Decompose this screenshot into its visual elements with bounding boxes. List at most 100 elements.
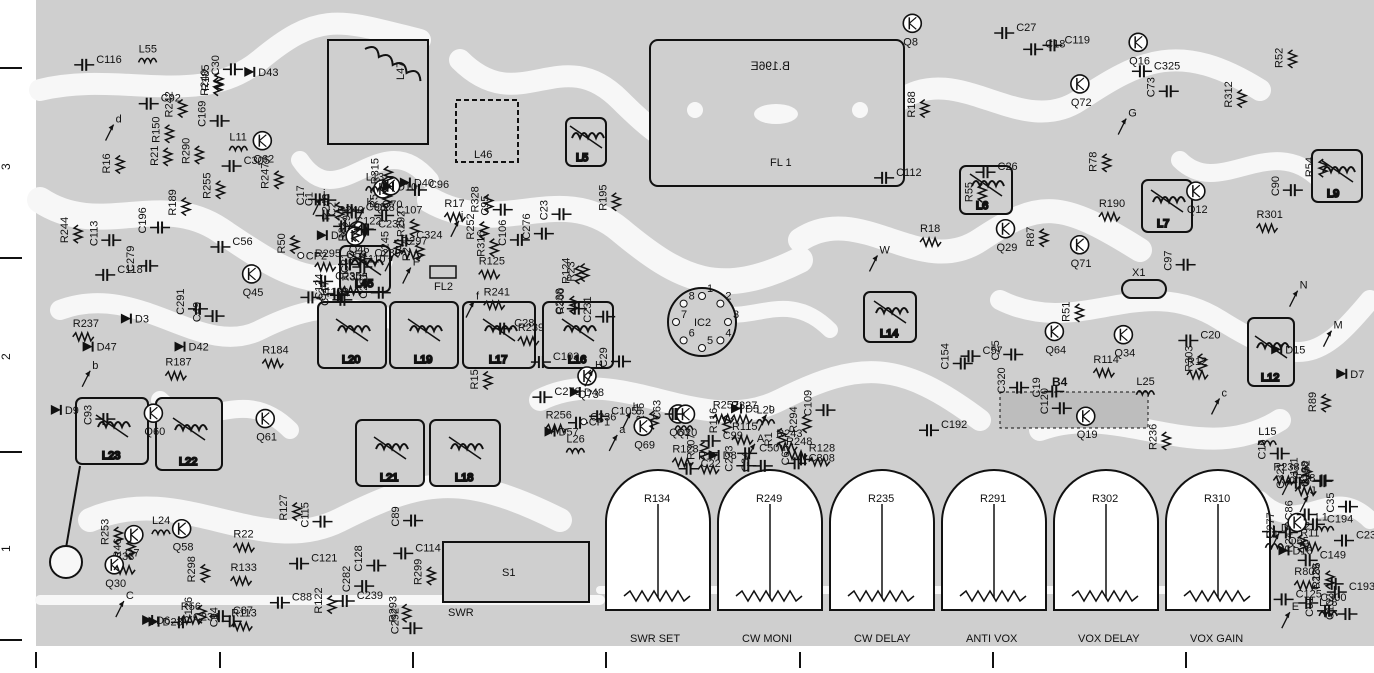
capacitor-label: C87: [233, 605, 253, 617]
resistor-r87: [1037, 228, 1051, 248]
transistor-label: Q34: [1114, 348, 1135, 360]
capacitor-c34: [752, 459, 773, 472]
capacitor-label: C114: [415, 542, 440, 554]
resistor-r328: [482, 193, 495, 214]
transistor-q16: [1128, 32, 1148, 53]
wire-arrow: [355, 207, 365, 224]
wire-label: C: [126, 590, 134, 602]
resistor-label: R116: [708, 408, 720, 433]
resistor-r241: [483, 299, 506, 312]
crystal-x1-label: X1: [1132, 267, 1145, 279]
coil-l12-label: L12: [1261, 372, 1279, 384]
pot-label-r235: CW DELAY: [854, 633, 911, 645]
resistor-r125: [478, 268, 501, 281]
diode-label: D3: [135, 314, 149, 326]
resistor-r16: [113, 154, 127, 175]
transistor-label: Q58: [173, 542, 194, 554]
pot-label-r291: ANTI VOX: [966, 633, 1018, 645]
wire-label: J: [1310, 485, 1316, 497]
capacitor-c19: [1044, 385, 1065, 398]
wire-arrow: [608, 434, 618, 452]
ic2-pin-label: 1: [707, 283, 713, 295]
coil-l47-label: L47: [395, 62, 407, 80]
transistor-q71: [1069, 234, 1090, 255]
resistor-r239: [517, 334, 540, 348]
capacitor-c26: [975, 166, 996, 179]
capacitor-c325: [1131, 65, 1152, 78]
resistor-label: R243: [776, 428, 802, 440]
coil-l20-label: L20: [342, 354, 360, 366]
coil-l23: L23: [75, 397, 149, 465]
resistor-r248: [785, 448, 808, 462]
coil-l47: L47: [327, 39, 429, 145]
capacitor-c105: [589, 410, 610, 423]
resistor-label: R122: [313, 587, 325, 613]
capacitor-label: C325: [1154, 60, 1180, 72]
transistor-label: Q72: [1071, 97, 1092, 109]
capacitor-label: C90: [1270, 176, 1282, 196]
wire-arrow: [402, 267, 412, 284]
capacitor-label: C118: [117, 264, 142, 276]
transistor-q61: [255, 408, 276, 429]
coil-l17: L17: [462, 301, 536, 369]
capacitor-label: C320: [996, 367, 1008, 393]
capacitor-label: C282: [341, 566, 353, 592]
capacitor-label: C97: [1163, 251, 1175, 271]
edge-label-3: 3: [0, 163, 13, 170]
capacitor-c73: [1158, 85, 1179, 98]
pot-label-r134: SWR SET: [630, 633, 680, 645]
coil-l16-label: L16: [568, 354, 586, 366]
ic2-pin: [716, 336, 725, 345]
wire-label: f: [476, 291, 480, 303]
resistor-r246: [333, 201, 346, 221]
capacitor-label: C112: [896, 167, 921, 179]
capacitor-c280: [352, 252, 373, 265]
resistor-label: R56: [181, 601, 201, 613]
capacitor-label: C50: [759, 442, 779, 454]
capacitor-label: C149: [1320, 549, 1346, 561]
resistor-r121: [1301, 465, 1314, 485]
resistor-label: R128: [809, 443, 835, 455]
capacitor-c92: [138, 97, 159, 110]
wire-arrow: [584, 370, 594, 387]
resistor-label: R186: [1311, 563, 1323, 589]
wire-arrow: [105, 124, 115, 141]
diode-label: D7: [1350, 369, 1364, 381]
capacitor-label: C17: [295, 185, 307, 205]
resistor-label: R290: [180, 138, 192, 164]
coil-l19-label: L19: [414, 354, 432, 366]
resistor-r307: [698, 441, 711, 461]
resistor-r46: [124, 539, 138, 560]
capacitor-label: C113: [88, 221, 100, 246]
resistor-label: R237: [73, 318, 99, 330]
transistor-q58: [171, 518, 192, 539]
coil-l45-label: L45: [355, 278, 373, 290]
wire-arrow: [81, 370, 91, 388]
resistor-r242: [176, 98, 189, 119]
capacitor-c56: [210, 240, 231, 253]
transistor-label: Q62: [253, 154, 274, 166]
wire-label: a: [619, 424, 626, 436]
wire-arrow: [1210, 398, 1221, 415]
resistor-r245: [392, 238, 405, 258]
capacitor-c324: [394, 234, 415, 247]
resistor-label: R184: [262, 345, 288, 357]
coil-l21-label: L21: [380, 472, 398, 484]
pot-ref: R235: [868, 493, 894, 505]
diode-d23: [148, 616, 160, 627]
coil-l23-label: L23: [102, 450, 120, 462]
resistor-label: R301: [1257, 209, 1283, 221]
inductor-l27: [674, 425, 694, 433]
resistor-label: R328: [470, 186, 482, 212]
resistor-r55: [976, 183, 989, 203]
capacitor-label: C93: [82, 405, 94, 425]
capacitor-label: C119: [1064, 34, 1089, 46]
capacitor-label: C124: [313, 274, 325, 300]
diode-d10: [382, 181, 394, 192]
capacitor-label: C57: [983, 345, 1003, 357]
pot-ref: R249: [756, 493, 782, 505]
resistor-label: R121: [1288, 457, 1300, 483]
inductor-l55: [137, 57, 158, 65]
capacitor-c24: [329, 289, 350, 302]
